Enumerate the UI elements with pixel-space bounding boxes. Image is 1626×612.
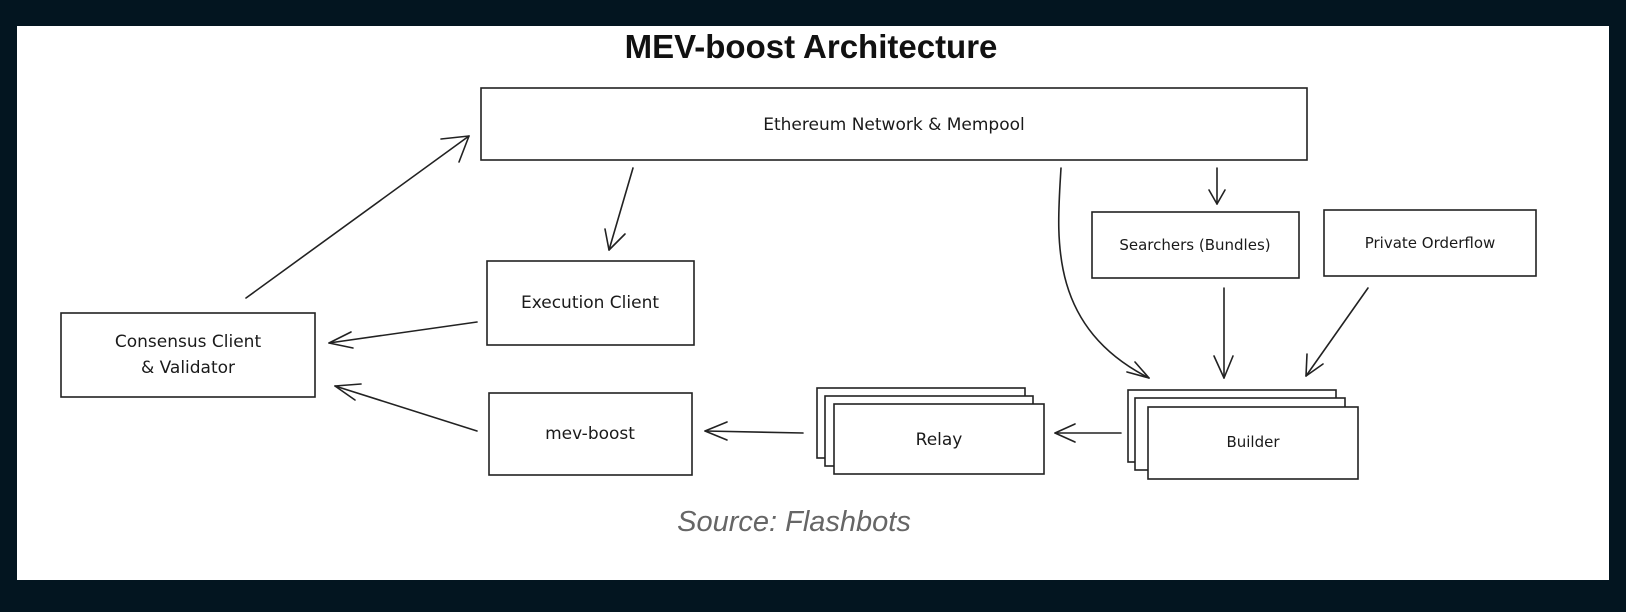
ethereum-network-node: Ethereum Network & Mempool [480,87,1308,161]
mev-boost-node: mev-boost [488,392,693,476]
arrow-network-to-builder [1057,167,1150,379]
mev-boost-label: mev-boost [545,424,635,444]
ethereum-network-label: Ethereum Network & Mempool [763,115,1025,135]
searchers-label: Searchers (Bundles) [1119,236,1270,254]
execution-client-node: Execution Client [486,260,695,346]
diagram-panel: MEV-boost Architecture Ethereum Network … [17,26,1609,580]
diagram-title: MEV-boost Architecture [625,28,998,65]
consensus-client-node: Consensus Client & Validator [60,312,316,398]
searchers-node: Searchers (Bundles) [1091,211,1300,279]
architecture-diagram: MEV-boost Architecture Ethereum Network … [60,28,1537,538]
consensus-client-label-line1: Consensus Client [115,332,262,352]
source-caption: Source: Flashbots [677,506,911,538]
relay-node: Relay [816,387,1045,475]
arrow-execution-to-consensus [328,321,478,349]
arrow-network-to-execution [604,167,634,251]
consensus-client-label-line2: & Validator [141,358,235,378]
arrow-mevboost-to-consensus [334,383,478,432]
relay-label: Relay [916,430,963,450]
execution-client-label: Execution Client [521,293,659,313]
arrow-orderflow-to-builder [1305,287,1369,377]
arrow-searchers-to-builder [1213,287,1234,379]
builder-node: Builder [1127,389,1359,480]
builder-label: Builder [1226,433,1280,451]
arrow-network-to-searchers [1208,167,1226,205]
arrow-builder-to-relay [1054,423,1122,443]
arrow-consensus-to-network [245,135,470,299]
private-orderflow-node: Private Orderflow [1323,209,1537,277]
private-orderflow-label: Private Orderflow [1365,234,1496,252]
arrow-relay-to-mevboost [704,421,804,441]
